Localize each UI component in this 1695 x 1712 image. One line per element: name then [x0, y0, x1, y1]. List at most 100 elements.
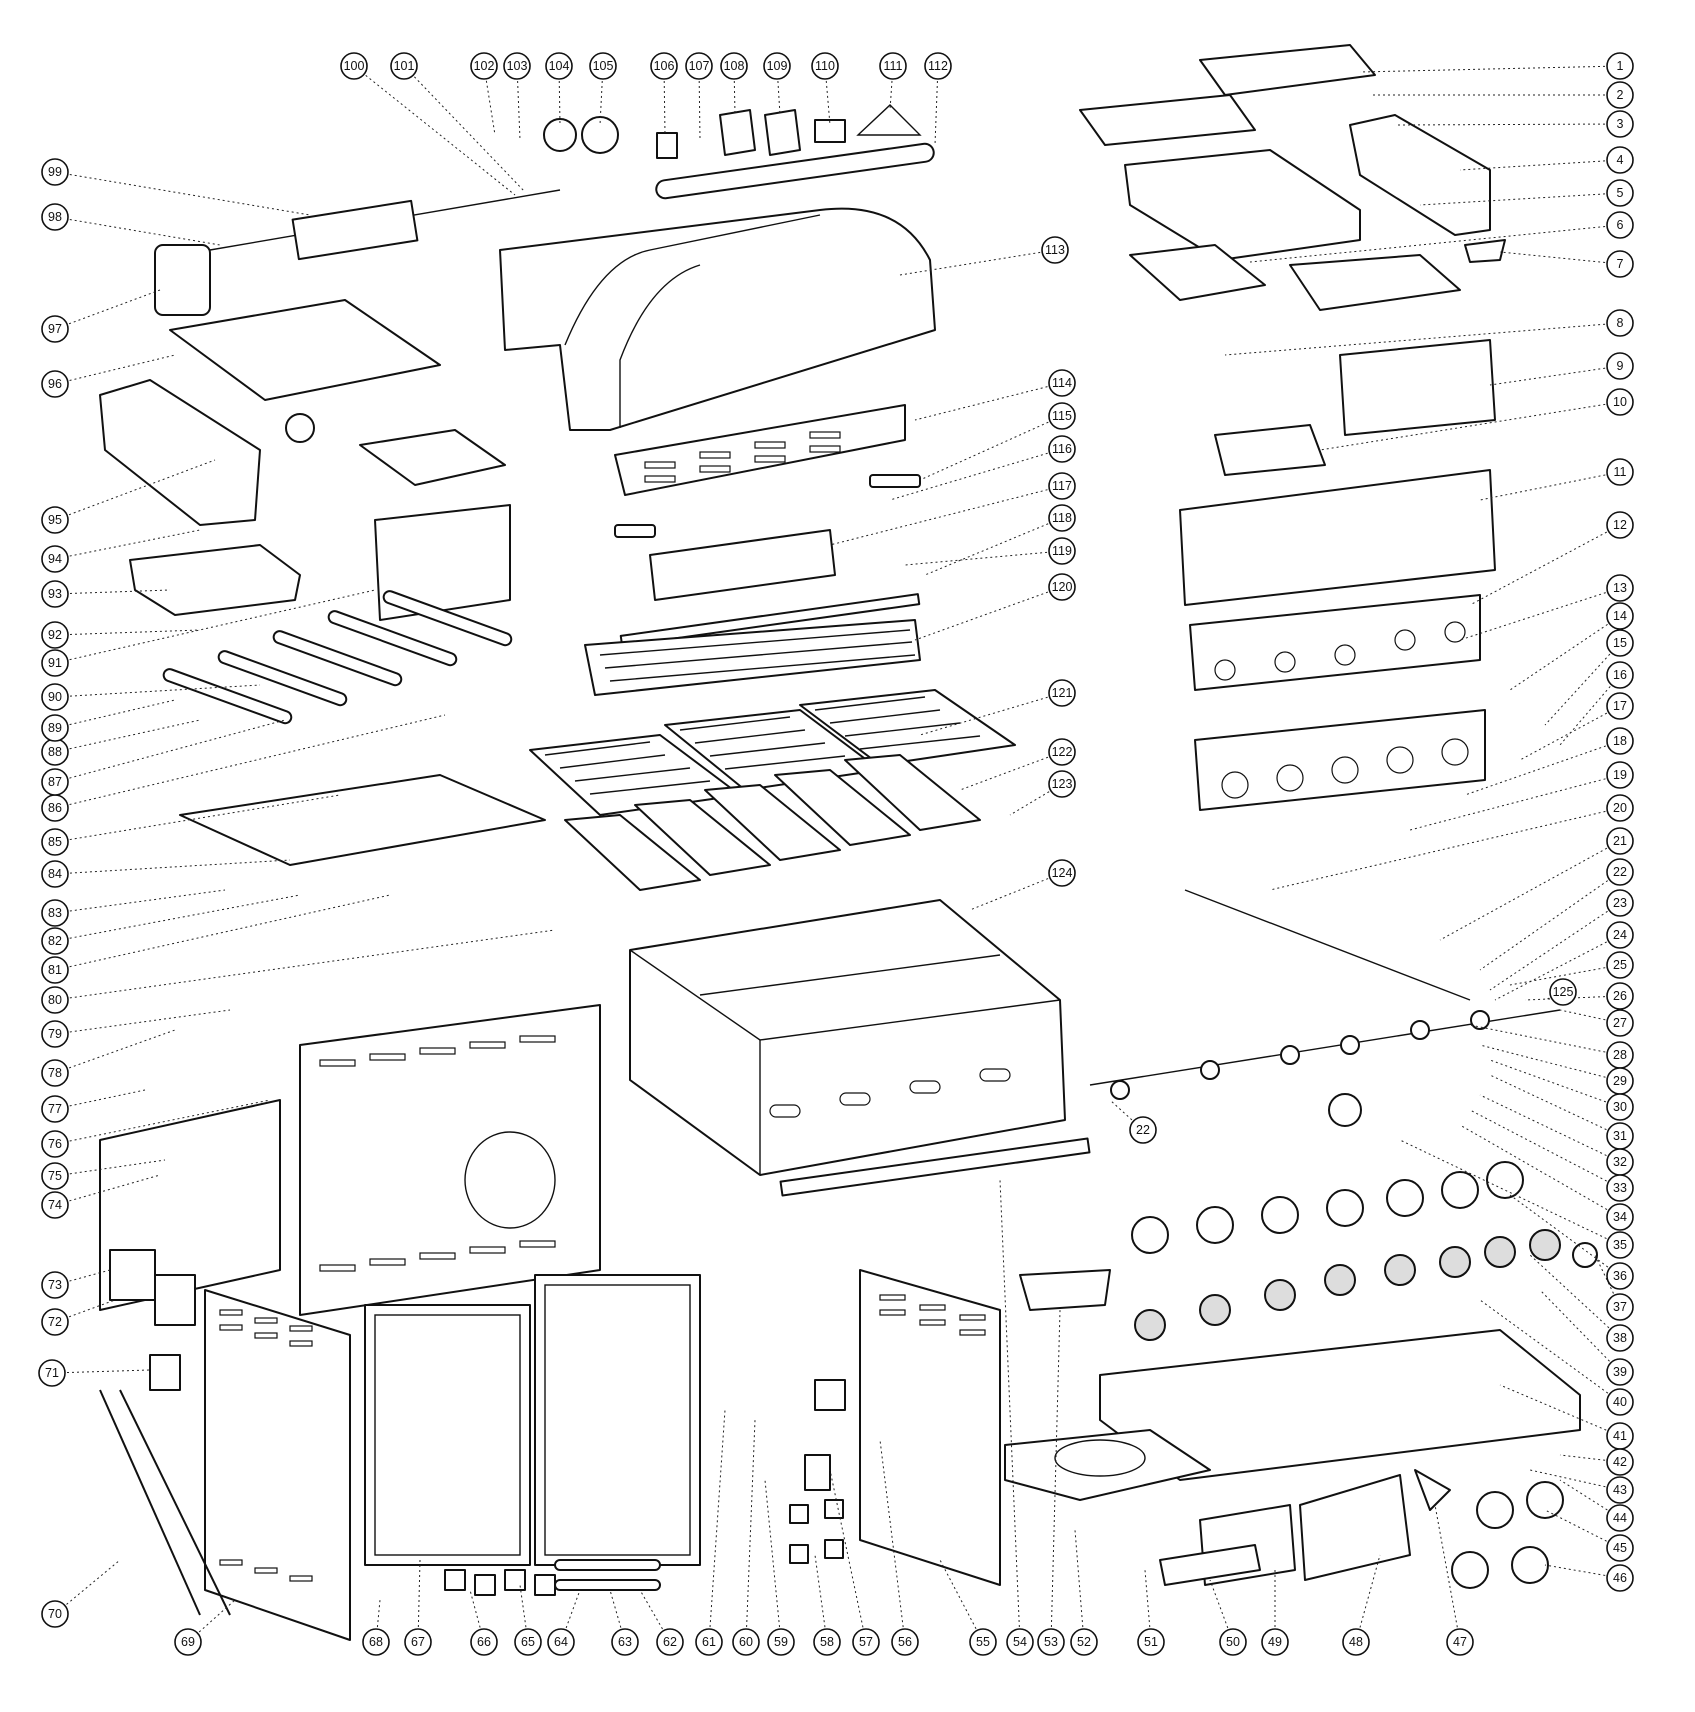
flame-tamers — [564, 754, 981, 891]
callout-number: 21 — [1613, 834, 1627, 848]
callout-circle — [1606, 1262, 1634, 1290]
callout-circle — [1606, 81, 1634, 109]
callout-number: 95 — [48, 513, 62, 527]
callout-number: 89 — [48, 721, 62, 735]
bottom-shelf — [1099, 1329, 1581, 1481]
side-burner-left — [285, 413, 315, 443]
callout-number: 88 — [48, 745, 62, 759]
callout-27: 27 — [1606, 1009, 1634, 1037]
callout-61: 61 — [695, 1628, 723, 1656]
regulator — [1328, 1093, 1362, 1127]
callout-circle — [1048, 435, 1076, 463]
callout-45: 45 — [1606, 1534, 1634, 1562]
leader-line-92 — [54, 629, 201, 636]
callout-circle — [41, 649, 69, 677]
callout-number: 90 — [48, 690, 62, 704]
callout-circle — [41, 860, 69, 888]
callout-circle — [41, 1600, 69, 1628]
callout-circle — [852, 1628, 880, 1656]
leader-line-52 — [1074, 1529, 1085, 1643]
callout-number: 59 — [774, 1635, 788, 1649]
callout-110: 110 — [811, 52, 839, 80]
callout-circle — [41, 1162, 69, 1190]
callout-circle — [1606, 309, 1634, 337]
callout-48: 48 — [1342, 1628, 1370, 1656]
leader-line-103 — [516, 65, 521, 141]
callout-number: 111 — [883, 59, 902, 73]
callout-number: 100 — [344, 59, 365, 73]
rotisserie-forks — [291, 199, 419, 261]
callout-72: 72 — [41, 1308, 69, 1336]
callout-90: 90 — [41, 683, 69, 711]
callout-circle — [41, 1271, 69, 1299]
leader-line-122 — [959, 751, 1063, 791]
right-side-burner — [1214, 424, 1326, 476]
leader-line-77 — [54, 1089, 146, 1110]
leader-line-124 — [969, 872, 1063, 911]
callout-circle — [1606, 1174, 1634, 1202]
callout-number: 1 — [1617, 59, 1624, 73]
leader-line-118 — [924, 517, 1063, 576]
callout-49: 49 — [1261, 1628, 1289, 1656]
callout-number: 42 — [1613, 1455, 1627, 1469]
callout-74: 74 — [41, 1191, 69, 1219]
callout-circle — [41, 370, 69, 398]
leader-line-67 — [417, 1559, 421, 1643]
callout-108: 108 — [720, 52, 748, 80]
leader-line-51 — [1144, 1569, 1152, 1643]
leader-line-25 — [1509, 964, 1621, 986]
back-panel-vents — [319, 1035, 556, 1272]
callout-circle — [891, 1628, 919, 1656]
callout-number: 17 — [1613, 699, 1627, 713]
leader-line-75 — [54, 1159, 166, 1177]
callout-97: 97 — [41, 315, 69, 343]
callout-58: 58 — [813, 1628, 841, 1656]
callout-20: 20 — [1606, 794, 1634, 822]
leader-line-14 — [1509, 615, 1621, 691]
leveling-feet-caps — [444, 1569, 556, 1596]
callout-34: 34 — [1606, 1203, 1634, 1231]
door-magnet — [814, 1379, 846, 1411]
callout-number: 35 — [1613, 1238, 1627, 1252]
callout-number: 107 — [689, 59, 710, 73]
callout-115: 115 — [1048, 402, 1076, 430]
callout-number: 44 — [1613, 1511, 1627, 1525]
callout-circle — [1041, 236, 1069, 264]
leader-line-79 — [54, 1009, 231, 1035]
callout-99: 99 — [41, 158, 69, 186]
callout-35: 35 — [1606, 1231, 1634, 1259]
callout-circle — [404, 1628, 432, 1656]
leader-line-64 — [560, 1589, 581, 1643]
callout-18: 18 — [1606, 727, 1634, 755]
callout-circle — [1606, 1534, 1634, 1562]
side-shelf-frame-left — [169, 299, 441, 401]
callout-circle — [1261, 1628, 1289, 1656]
callout-number: 101 — [394, 59, 415, 73]
callout-24: 24 — [1606, 921, 1634, 949]
callout-number: 9 — [1617, 359, 1624, 373]
callout-circle — [1606, 858, 1634, 886]
front-crossbar — [779, 1137, 1091, 1197]
callout-circle — [174, 1628, 202, 1656]
callout-circle — [767, 1628, 795, 1656]
callout-number: 66 — [477, 1635, 491, 1649]
callout-number: 103 — [507, 59, 528, 73]
callout-circle — [41, 1191, 69, 1219]
callout-6: 6 — [1606, 211, 1634, 239]
callout-107: 107 — [685, 52, 713, 80]
callout-32: 32 — [1606, 1148, 1634, 1176]
leader-line-53 — [1050, 1309, 1061, 1643]
callout-circle — [924, 52, 952, 80]
leader-line-100 — [353, 65, 516, 196]
power-block — [154, 1274, 196, 1326]
callout-78: 78 — [41, 1059, 69, 1087]
leader-line-76 — [54, 1099, 271, 1145]
callout-88: 88 — [41, 738, 69, 766]
callout-circle — [1342, 1628, 1370, 1656]
callout-circle — [41, 506, 69, 534]
callout-85: 85 — [41, 828, 69, 856]
callout-121: 121 — [1048, 679, 1076, 707]
callout-59: 59 — [767, 1628, 795, 1656]
callout-number: 34 — [1613, 1210, 1627, 1224]
right-control-panel — [1349, 114, 1491, 236]
